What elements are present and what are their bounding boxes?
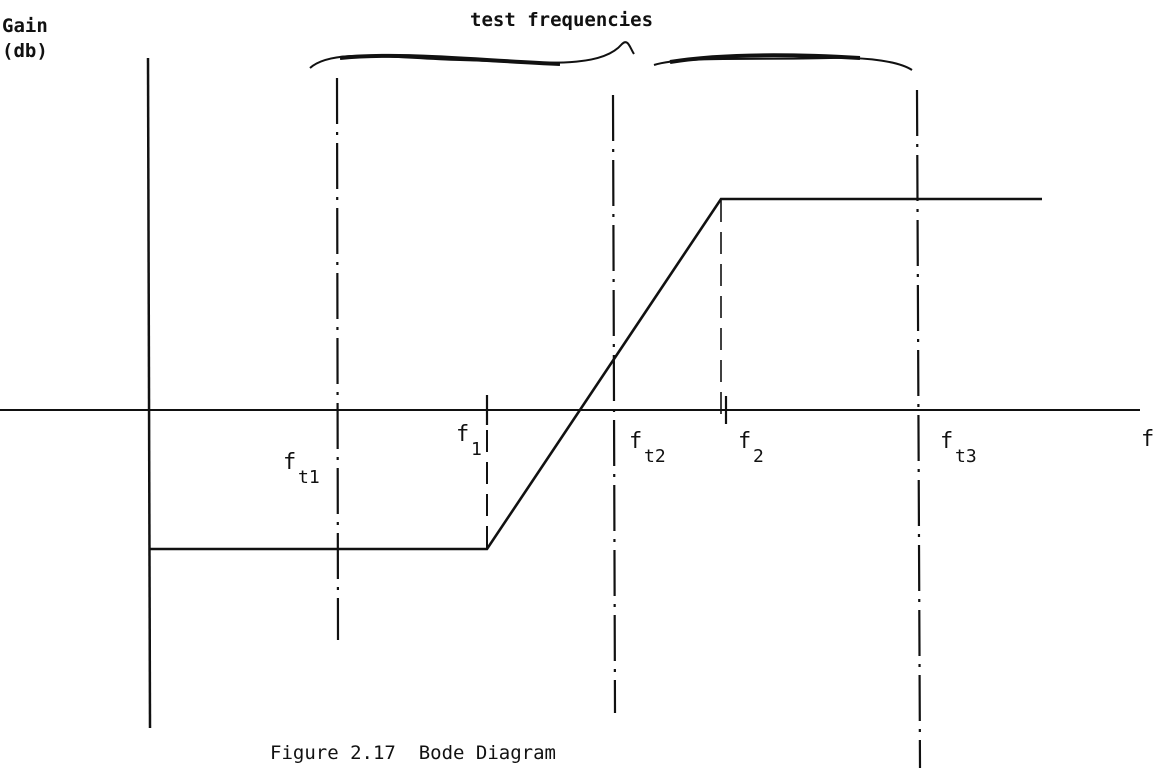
test-frequencies-brace [309, 41, 913, 71]
svg-text:f: f [456, 422, 469, 447]
x-axis-label: f [1141, 427, 1154, 452]
label-ft1: f t1 [283, 450, 320, 488]
svg-text:f: f [738, 429, 751, 454]
gain-curve [150, 197, 1042, 551]
svg-text:t2: t2 [644, 446, 666, 467]
svg-text:f: f [283, 450, 296, 475]
brace-label: test frequencies [470, 9, 653, 31]
ft1-dashed-line [335, 77, 340, 641]
label-f2: f 2 [738, 429, 764, 467]
y-axis [146, 57, 152, 729]
svg-text:f: f [629, 429, 642, 454]
svg-text:2: 2 [753, 446, 764, 467]
ft3-dashed-line [915, 89, 922, 769]
label-ft3: f t3 [940, 429, 977, 467]
figure-caption: Figure 2.17 Bode Diagram [270, 742, 556, 764]
svg-text:t1: t1 [298, 467, 320, 488]
svg-text:1: 1 [471, 439, 482, 460]
y-axis-label-db: (db) [2, 40, 48, 62]
label-ft2: f t2 [629, 429, 666, 467]
label-f1: f 1 [456, 422, 482, 460]
y-axis-label-gain: Gain [2, 15, 48, 37]
svg-text:t3: t3 [955, 446, 977, 467]
ft2-dashed-line [611, 94, 617, 714]
svg-text:f: f [940, 429, 953, 454]
